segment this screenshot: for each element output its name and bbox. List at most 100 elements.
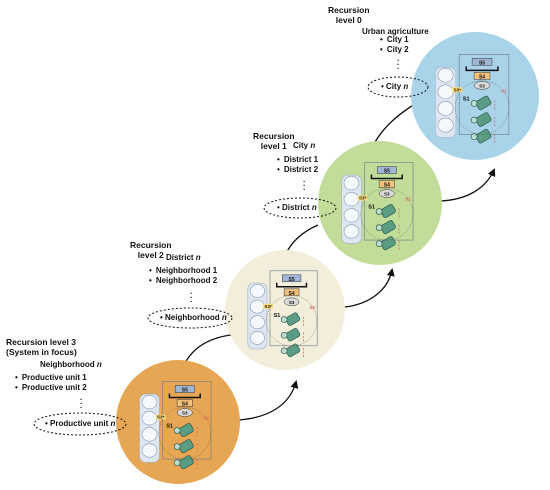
s5-label: S5 [384, 169, 390, 175]
focus-unit-level-0: • City n [381, 82, 409, 91]
recursion-level-0-title: Recursion level 0 [328, 5, 370, 25]
cloud-icon [249, 330, 265, 345]
ellipsis-dots: ... [303, 175, 306, 192]
focus-unit-ellipse [33, 412, 127, 436]
cloud-icon [249, 284, 265, 298]
recursion-level-label: (System in focus) [6, 347, 77, 357]
s5-box [282, 274, 302, 283]
operation-boundary [158, 406, 212, 460]
recursion-level-3-title: Recursion level 3 (System in focus) [6, 337, 77, 357]
s1-label: S1 [463, 96, 470, 102]
s1-unit-icon [285, 343, 301, 358]
s5-box [471, 58, 493, 66]
system-name-level-2: District n [166, 253, 201, 262]
arrow-level1-to-level0 [439, 168, 496, 202]
s3-star-box [452, 87, 463, 93]
element-list-level-0: City 1 City 2 [380, 35, 409, 55]
s3-box [283, 297, 300, 307]
focus-unit-level-3: • Productive unit n [45, 419, 116, 428]
metasystem-bracket [370, 174, 403, 180]
recursion-level-1-title: Recursion level 1 [253, 131, 295, 151]
s3-box [176, 408, 193, 417]
s5-label: S5 [182, 388, 188, 394]
s5-box [174, 385, 195, 393]
element-list-level-2: Neighborhood 1 Neighborhood 2 [149, 266, 217, 286]
cloud-icon [141, 427, 158, 442]
s3-star-label: S3* [359, 196, 367, 201]
ellipsis-dots: ... [397, 54, 400, 71]
s3-star-label: S3* [157, 415, 165, 420]
list-item: Productive unit 2 [15, 383, 87, 393]
list-item: Neighborhood 1 [149, 266, 217, 276]
operation-node-icon [173, 443, 181, 450]
cloud-icon [437, 117, 454, 133]
s3-box [378, 189, 395, 198]
operation-boundary [360, 187, 414, 241]
cloud-icon [437, 101, 454, 116]
cloud-icon [343, 175, 360, 191]
s4-label: S4 [182, 402, 188, 408]
metasystem-bracket [168, 393, 201, 399]
s3-star-box [155, 414, 166, 420]
s1-unit-icon [475, 95, 492, 111]
s1-unit-icon [285, 312, 301, 326]
s4-label: S4 [289, 291, 295, 297]
s1-label: S1 [368, 205, 375, 211]
metasystem-bracket [465, 66, 499, 72]
s4-box [283, 288, 300, 297]
cloud-icon [141, 443, 158, 458]
operation-node-icon [470, 100, 478, 107]
s4-box [473, 72, 491, 80]
focus-unit-ellipse [147, 307, 233, 329]
recursion-label: Recursion [130, 240, 172, 250]
list-item: District 1 [277, 155, 318, 165]
system-name-level-3: Neighborhood n [40, 360, 102, 369]
ellipsis-dots: ... [80, 393, 83, 410]
s1-unit-icon [178, 455, 194, 470]
operation-node-icon [280, 347, 288, 355]
cloud-icon [249, 299, 265, 314]
focus-unit-ellipse [263, 197, 337, 219]
operation-node-icon [173, 427, 181, 434]
s1-unit-icon [380, 220, 396, 235]
s1-unit-icon [475, 128, 492, 144]
recursion-label: Recursion [253, 131, 295, 141]
operation-node-icon [280, 316, 288, 323]
operation-node-icon [375, 240, 383, 248]
operation-node-icon [280, 331, 288, 339]
cloud-icon [249, 315, 265, 330]
s1-unit-icon [178, 439, 194, 454]
recursion-level-label: level 1 [260, 141, 287, 151]
system-name-level-1: City n [293, 141, 316, 150]
s3-star-label: S3* [264, 304, 272, 309]
s1-unit-icon [380, 204, 396, 218]
s4-box [176, 399, 193, 407]
cloud-icon [343, 192, 360, 207]
s1-unit-icon [178, 423, 194, 437]
s2-label: S2 [501, 88, 507, 93]
focus-unit-level-1: • District n [277, 203, 317, 212]
s3-star-label: S3* [454, 87, 462, 92]
element-list-level-1: District 1 District 2 [277, 155, 318, 175]
s1-label: S1 [274, 313, 281, 319]
arrow-level3-to-level2 [237, 380, 299, 421]
s5-label: S5 [479, 60, 485, 66]
ellipsis-dots: ... [190, 287, 193, 304]
operation-node-icon [470, 116, 478, 124]
recursion-label: Recursion [328, 5, 370, 15]
operation-boundary [266, 295, 318, 347]
list-item: City 1 [380, 35, 409, 45]
recursion-level-2-title: Recursion level 2 [130, 240, 172, 260]
focus-unit-ellipse [367, 76, 429, 98]
operation-node-icon [375, 208, 383, 215]
s4-label: S4 [384, 183, 390, 189]
element-list-level-3: Productive unit 1 Productive unit 2 [15, 373, 87, 393]
cloud-icon [437, 84, 454, 100]
list-item: Neighborhood 2 [149, 276, 217, 286]
recursion-level-label: level 2 [137, 250, 164, 260]
level-circle [411, 32, 539, 160]
